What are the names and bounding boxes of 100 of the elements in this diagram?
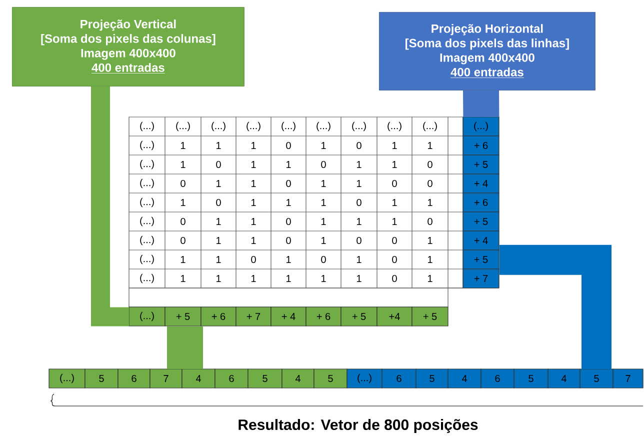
node-label: 6 (229, 374, 234, 382)
table-cell: 1 (392, 199, 397, 206)
node-label: 4 (295, 375, 300, 382)
table-cell: 0 (392, 274, 397, 282)
table-cell: 1 (252, 142, 256, 149)
node-label: + 5 (176, 313, 190, 320)
table-cell: (...) (140, 216, 154, 226)
table-cell: 0 (251, 256, 256, 264)
table-cell: 0 (216, 160, 221, 168)
table-cell: 0 (286, 218, 291, 226)
result-vector: (...) 5 6 7 4 6 5 4 5 (...) 6 5 4 6 5 4 5 7 (48, 368, 644, 388)
table-cell: 0 (286, 142, 291, 150)
sum-row: (...) + 5 + 6 + 7 + 4 + 6 + 5 +4 + 5 (128, 306, 448, 326)
table-cell: 0 (180, 180, 186, 188)
node-label: + 7 (474, 275, 488, 282)
node-label: 5 (99, 375, 104, 382)
table-cell: (...) (316, 122, 330, 132)
table-cell: 1 (181, 256, 186, 263)
node-label: 5 (594, 375, 599, 382)
table-cell: 0 (286, 236, 291, 244)
table-cell: (...) (140, 178, 154, 188)
table-cell: (...) (140, 122, 154, 132)
table-cell: 1 (252, 237, 256, 244)
node-label: + 5 (423, 313, 437, 320)
table-cell: 0 (321, 160, 326, 168)
table-cell: (...) (352, 122, 366, 132)
table-cell: 1 (181, 199, 186, 206)
table-cell: (...) (140, 140, 154, 150)
table-cell: (...) (246, 122, 260, 132)
table-cell: 1 (286, 161, 291, 168)
table-cell: 1 (357, 161, 362, 168)
table-cell: (...) (140, 274, 154, 284)
table-cell: 0 (428, 218, 432, 226)
node-label: 6 (132, 374, 136, 382)
node-label: 4 (561, 375, 566, 382)
connector-bar (463, 90, 500, 118)
table-cell: 1 (181, 142, 186, 149)
table-cell: 1 (322, 142, 326, 149)
table-cell: (...) (423, 122, 437, 132)
table-cell: 1 (252, 180, 256, 187)
table-cell: 1 (252, 218, 256, 225)
table-cell: 1 (216, 237, 221, 244)
node-label: + 6 (474, 198, 488, 206)
node-label: 5 (328, 375, 333, 382)
table-cell: 1 (428, 275, 432, 282)
table-cell: 1 (286, 275, 291, 282)
node-label: + 7 (246, 313, 260, 320)
table-cell: (...) (282, 122, 296, 132)
table-cell: 1 (286, 199, 291, 206)
table-cell: 1 (322, 237, 326, 244)
node-label: + 5 (474, 256, 488, 263)
table-cell: 0 (216, 198, 221, 206)
table-cell: 0 (356, 198, 362, 206)
table-cell: 1 (392, 161, 397, 168)
node-label: 5 (430, 375, 434, 382)
node-label: 6 (495, 374, 500, 382)
table-cell: (...) (176, 122, 190, 132)
node-label: + 4 (282, 313, 296, 320)
table-cell: 1 (428, 256, 432, 263)
table-cell: (...) (140, 254, 154, 264)
node-label: 4 (196, 375, 201, 382)
table-cell: (...) (388, 122, 402, 132)
projection-box: Projeção Vertical [Soma dos pixels das colunas] Imagem 400x400 400 entradas (12, 7, 244, 86)
table-cell: 0 (286, 180, 291, 188)
table-cell: 1 (357, 218, 362, 225)
table-cell: 1 (357, 180, 362, 187)
table-cell: 1 (428, 199, 432, 206)
node-label: + 6 (474, 142, 488, 150)
table-cell: 1 (428, 237, 432, 244)
table-cell: 1 (252, 161, 256, 168)
table-cell: (...) (212, 122, 226, 132)
table-cell: 1 (181, 161, 186, 168)
table-cell: (...) (140, 198, 154, 208)
table-cell: 1 (322, 218, 326, 225)
table-cell: 1 (216, 256, 221, 263)
table-cell: 1 (392, 218, 397, 225)
table-cell: 0 (356, 142, 362, 150)
table-cell: 1 (181, 275, 186, 282)
caption: Resultado: Vetor de 800 posições (238, 419, 478, 433)
table-cell: 1 (286, 256, 291, 263)
table-cell: 1 (322, 180, 326, 187)
node-label: (...) (358, 374, 372, 384)
table-cell: 1 (216, 218, 221, 225)
node-label: +4 (389, 313, 400, 320)
node-label: (...) (140, 312, 154, 322)
node-label: 7 (626, 375, 630, 382)
node-label: + 6 (212, 312, 226, 320)
table-cell: 1 (322, 275, 326, 282)
table-cell: 0 (392, 180, 397, 188)
connector-bar (167, 326, 203, 369)
table-cell: 1 (252, 199, 256, 206)
table-cell: (...) (140, 160, 154, 170)
table-cell: 1 (322, 199, 326, 206)
table-cell: 0 (321, 256, 326, 264)
node-label: 7 (164, 375, 168, 382)
table-cell: 0 (180, 236, 186, 244)
table-cell: 0 (428, 160, 432, 168)
sum-column: (...) + 6 + 5 + 4 + 6 + 5 + 4 + 5 + 7 (462, 116, 500, 288)
table-cell: (...) (140, 236, 154, 246)
table-cell: 1 (252, 275, 256, 282)
